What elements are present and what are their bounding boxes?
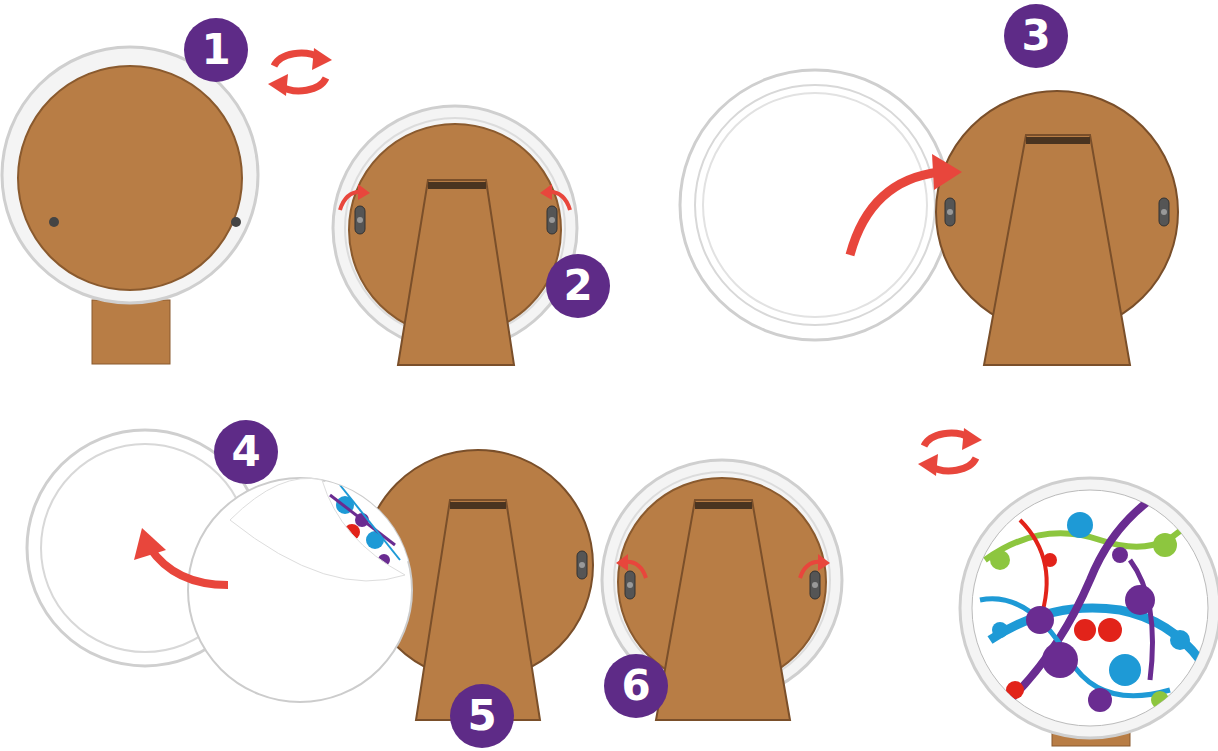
frame-back <box>333 106 577 365</box>
callout-number: 6 <box>604 654 668 718</box>
artwork-paper <box>188 478 412 702</box>
callout-number: 1 <box>184 18 248 82</box>
frame-front <box>2 47 258 364</box>
frame-back <box>602 460 842 720</box>
backing-board <box>936 91 1178 365</box>
callout-number: 3 <box>1004 4 1068 68</box>
callout-number: 4 <box>214 420 278 484</box>
finished-frame <box>960 478 1218 746</box>
callout-number: 2 <box>546 254 610 318</box>
paint-splatter <box>980 500 1200 712</box>
callout-number: 5 <box>450 684 514 748</box>
empty-ring <box>680 70 950 340</box>
